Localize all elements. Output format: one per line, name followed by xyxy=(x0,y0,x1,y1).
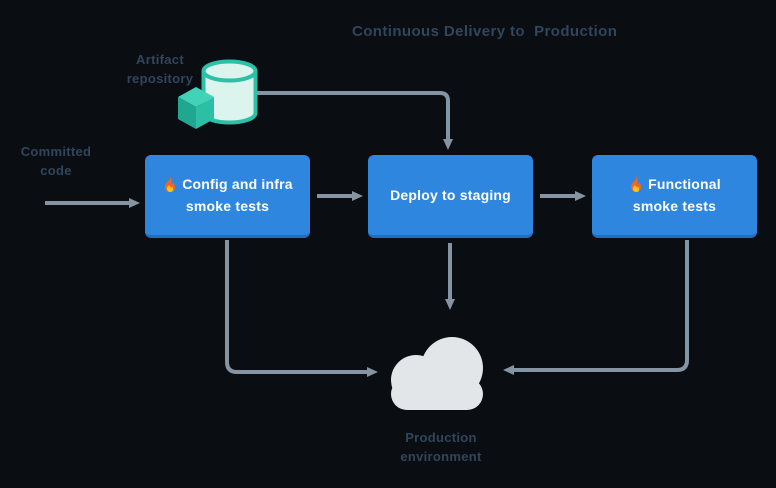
production-environment-label-line1: Production xyxy=(405,430,477,445)
node-label-line: smoke tests xyxy=(185,198,270,214)
arrow-functional-to-production xyxy=(503,240,689,375)
arrow-config-to-production xyxy=(225,240,378,377)
node-label-line: Config and infra xyxy=(182,176,293,192)
fire-icon xyxy=(162,176,178,192)
production-environment-label: Production environment xyxy=(380,428,502,466)
production-environment-label-line2: environment xyxy=(400,449,482,464)
arrow-artifact-repo-to-deploy xyxy=(256,91,453,150)
node-label-line: smoke tests xyxy=(632,198,717,214)
database-cylinder-with-cube-icon xyxy=(178,59,258,129)
node-label-line: Deploy to staging xyxy=(390,187,511,203)
cube xyxy=(178,87,214,129)
committed-code-label: Committed code xyxy=(16,142,96,180)
fire-icon xyxy=(628,176,644,192)
node-functional-smoke-tests: Functional smoke tests xyxy=(592,155,757,238)
cylinder-top xyxy=(201,59,258,83)
cloud-icon xyxy=(391,337,483,410)
artifact-repository-label-line2: repository xyxy=(126,71,194,86)
node-config-infra-smoke-tests: Config and infra smoke tests xyxy=(145,155,310,238)
committed-code-label-line1: Committed xyxy=(20,144,92,159)
committed-code-label-line2: code xyxy=(40,163,72,178)
diagram-title: Continuous Delivery to Production xyxy=(352,23,618,40)
artifact-repository-label-line1: Artifact xyxy=(136,52,184,67)
node-deploy-to-staging: Deploy to staging xyxy=(368,155,533,238)
artifact-repository-label: Artifact repository xyxy=(118,50,202,88)
node-label-line: Functional xyxy=(648,176,721,192)
